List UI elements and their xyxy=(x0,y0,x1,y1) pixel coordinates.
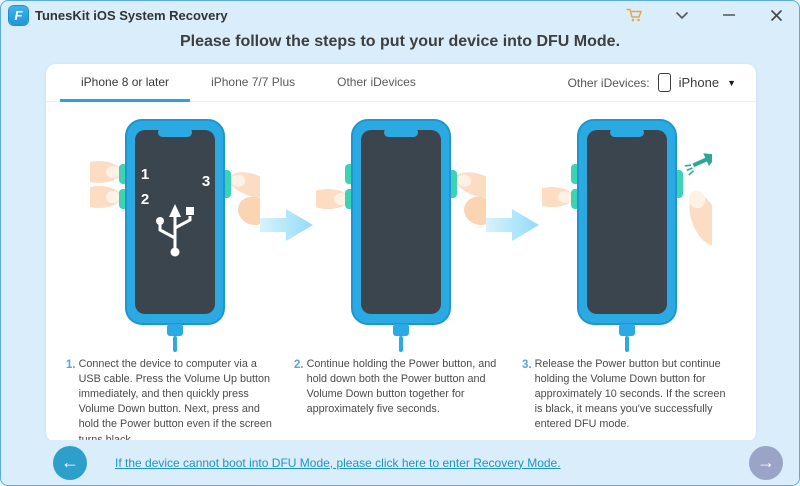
close-button[interactable] xyxy=(767,6,785,24)
release-arrow-icon xyxy=(684,153,712,176)
dropdown-caret-icon: ▼ xyxy=(727,77,736,88)
minimize-button[interactable] xyxy=(720,6,738,24)
back-button[interactable]: ← xyxy=(53,445,87,480)
phone-step3-illustration xyxy=(542,119,712,352)
tab-other-idevices[interactable]: Other iDevices xyxy=(337,74,416,89)
volume-down-label: 2 xyxy=(141,191,149,208)
step-2-number: 2. xyxy=(294,359,304,371)
power-button-label: 3 xyxy=(202,173,210,190)
window-title: TunesKit iOS System Recovery xyxy=(35,7,228,23)
cart-icon[interactable] xyxy=(626,6,644,24)
step-1-number: 1. xyxy=(66,359,76,371)
flow-arrow-icon xyxy=(260,208,313,241)
step-1: 1. Connect the device to computer via a … xyxy=(66,357,280,448)
step-2-text: Continue holding the Power button, and h… xyxy=(306,358,497,416)
phone-outline-icon xyxy=(657,73,671,92)
phone-step1-illustration: 1 2 3 xyxy=(90,119,260,352)
main-card: iPhone 8 or later iPhone 7/7 Plus Other … xyxy=(46,64,756,446)
footer-bar: ← If the device cannot boot into DFU Mod… xyxy=(1,440,799,485)
step-1-text: Connect the device to computer via a USB… xyxy=(78,358,272,446)
tab-iphone8-or-later[interactable]: iPhone 8 or later xyxy=(60,64,191,102)
next-button[interactable]: → xyxy=(749,445,783,480)
volume-up-label: 1 xyxy=(141,166,149,183)
chevron-down-icon[interactable] xyxy=(673,6,691,24)
phone-step2-illustration xyxy=(316,119,486,352)
illustration-row: 1 2 3 xyxy=(46,112,756,357)
back-arrow-icon: ← xyxy=(61,452,79,472)
flow-arrow-icon xyxy=(486,208,539,241)
step-3-text: Release the Power button but continue ho… xyxy=(534,358,726,431)
app-logo-icon: F xyxy=(9,5,28,25)
step-2: 2. Continue holding the Power button, an… xyxy=(294,357,508,448)
device-selector-dropdown[interactable]: Other iDevices: iPhone ▼ xyxy=(568,64,756,101)
titlebar: F TunesKit iOS System Recovery xyxy=(1,1,799,29)
steps-row: 1. Connect the device to computer via a … xyxy=(46,357,756,448)
device-selector-value: iPhone xyxy=(678,75,720,90)
forward-arrow-icon: → xyxy=(757,452,775,472)
tab-iphone7-plus[interactable]: iPhone 7/7 Plus xyxy=(211,74,296,89)
page-title: Please follow the steps to put your devi… xyxy=(179,33,621,50)
step-3-number: 3. xyxy=(522,359,532,371)
step-3: 3. Release the Power button but continue… xyxy=(522,357,736,448)
device-selector-label: Other iDevices: xyxy=(567,75,650,90)
tab-bar: iPhone 8 or later iPhone 7/7 Plus Other … xyxy=(46,64,756,102)
usb-icon xyxy=(156,204,194,257)
recovery-mode-link[interactable]: If the device cannot boot into DFU Mode,… xyxy=(115,455,561,470)
